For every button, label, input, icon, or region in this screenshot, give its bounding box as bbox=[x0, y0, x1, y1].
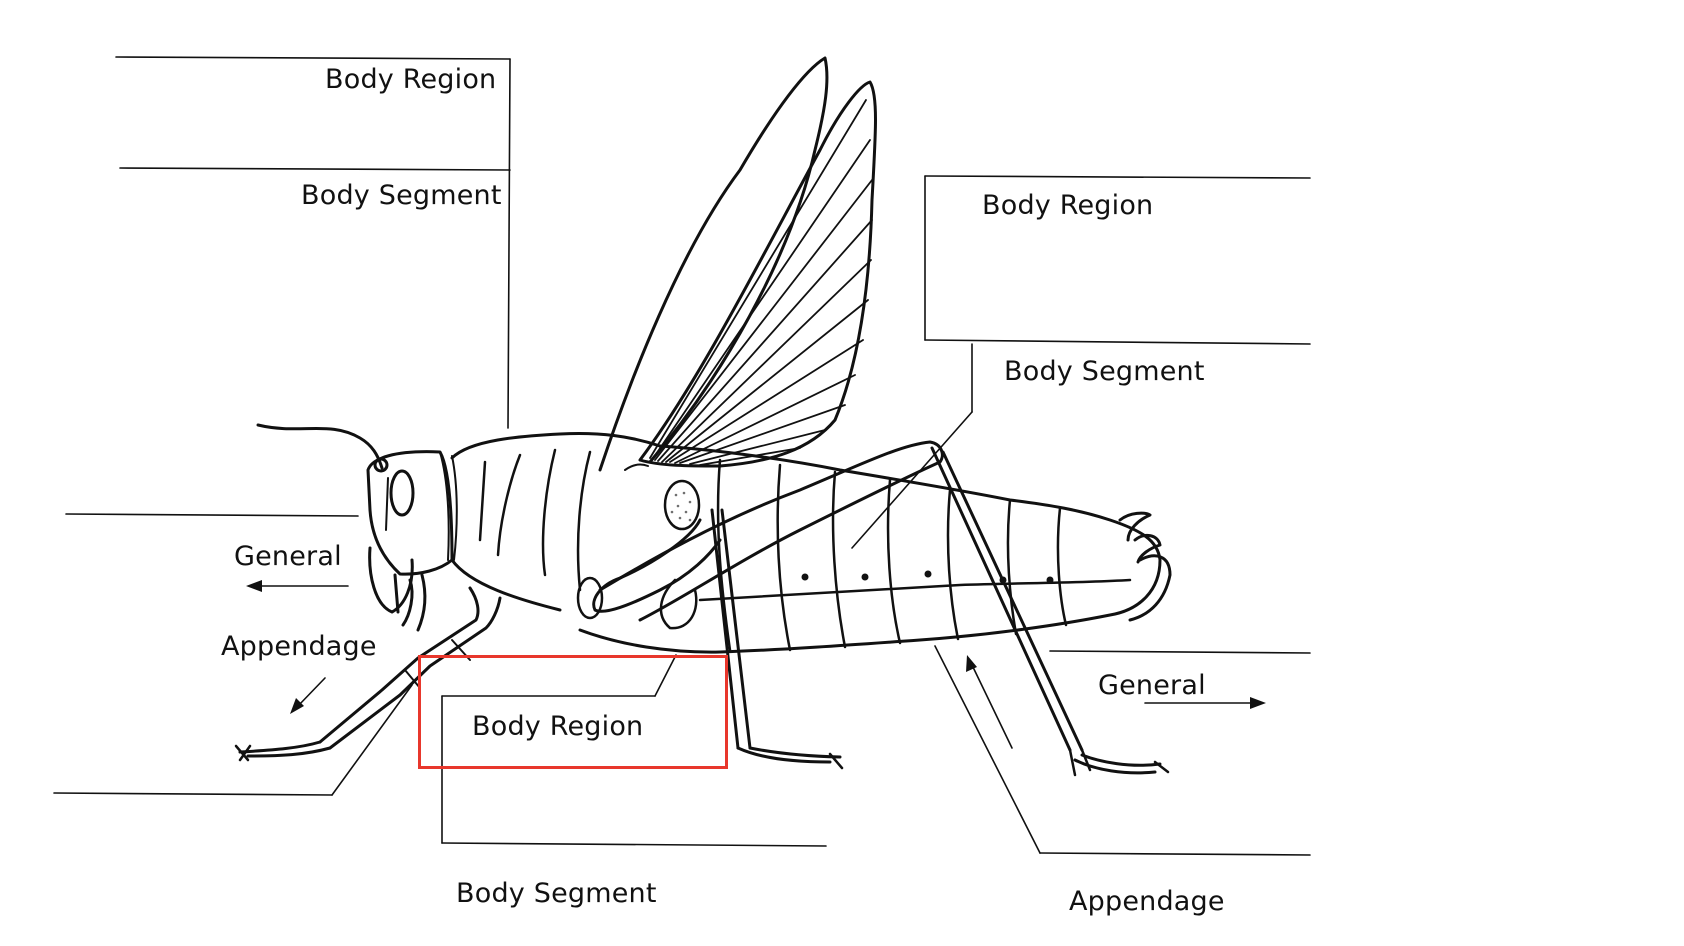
label-top-right-body-segment: Body Segment bbox=[1004, 356, 1205, 387]
label-left-appendage: Appendage bbox=[221, 631, 377, 662]
label-top-left-body-segment: Body Segment bbox=[301, 180, 502, 211]
label-bottom-center-body-segment: Body Segment bbox=[456, 878, 657, 909]
label-bottom-right-appendage: Appendage bbox=[1069, 886, 1225, 917]
label-left-general: General bbox=[234, 541, 342, 572]
highlight-box-body-region[interactable] bbox=[418, 655, 728, 769]
leader-lines bbox=[53, 56, 1311, 856]
label-top-right-body-region: Body Region bbox=[982, 190, 1154, 221]
label-bottom-center-body-region: Body Region bbox=[472, 711, 644, 742]
direction-arrows bbox=[257, 585, 1256, 749]
grasshopper-body bbox=[234, 56, 1172, 777]
label-top-left-body-region: Body Region bbox=[325, 64, 497, 95]
label-right-general: General bbox=[1098, 670, 1206, 701]
